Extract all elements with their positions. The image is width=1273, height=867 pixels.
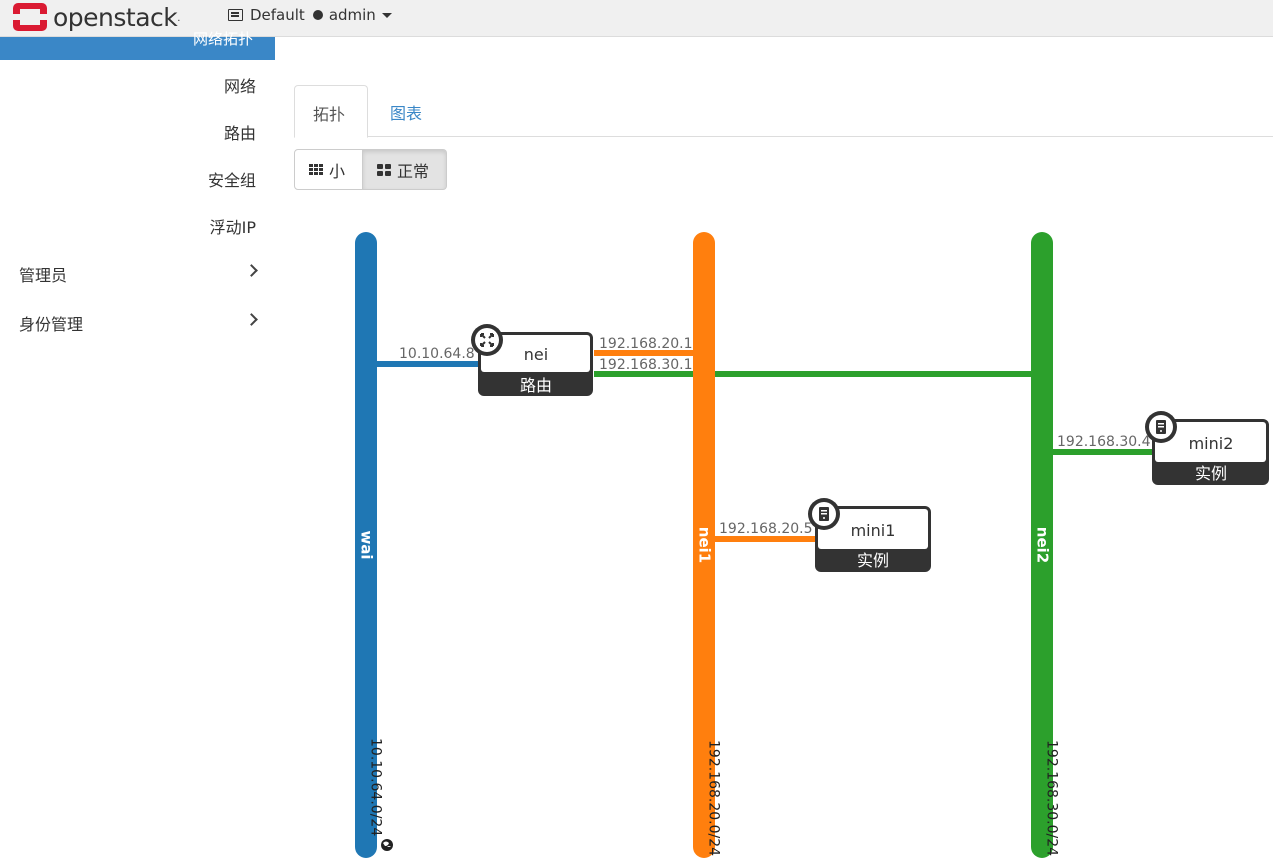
small-size-label: 小 — [329, 161, 346, 181]
network-wai[interactable]: wai 10.10.64.0/24 — [355, 232, 393, 858]
sidebar-item-routers[interactable]: 路由 — [223, 124, 256, 143]
project-domain: Default — [250, 6, 305, 24]
normal-size-button[interactable]: 正常 — [363, 149, 447, 190]
port-ip-label: 192.168.20.1 — [599, 336, 693, 352]
sidebar-group-label: 管理员 — [19, 266, 68, 285]
device-type: 实例 — [857, 551, 889, 570]
device-type: 路由 — [520, 376, 552, 395]
openstack-logo-icon — [12, 3, 48, 31]
port-ip-label: 192.168.20.5 — [719, 521, 813, 537]
chevron-right-icon — [245, 313, 258, 326]
network-topology-graph: wai 10.10.64.0/24 nei1 192.168.20.0/24 n… — [355, 232, 1269, 858]
sidebar: 网络拓扑 网络 路由 安全组 浮动IP 管理员 身份管理 — [0, 30, 275, 867]
network-name: nei1 — [696, 527, 714, 563]
network-bar[interactable] — [693, 232, 715, 858]
network-cidr: 192.168.30.0/24 — [1043, 740, 1059, 856]
separator-dot-icon — [312, 10, 323, 20]
device-name: mini1 — [851, 521, 896, 540]
network-name: nei2 — [1034, 527, 1052, 563]
port-ip-label: 10.10.64.8 — [399, 346, 475, 362]
sidebar-item-network-topology[interactable]: 网络拓扑 — [0, 30, 275, 60]
project-user: admin — [328, 6, 376, 24]
th-icon — [309, 163, 323, 176]
caret-down-icon — [381, 12, 392, 18]
brand-name: openstack — [53, 2, 178, 32]
sidebar-group-identity[interactable]: 身份管理 — [19, 311, 259, 335]
device-name: nei — [524, 345, 548, 364]
topology-tabs: 拓扑 图表 — [294, 85, 1273, 138]
globe-icon — [381, 839, 393, 851]
sidebar-group-admin[interactable]: 管理员 — [19, 262, 259, 286]
server-icon — [808, 498, 840, 530]
router-nei[interactable]: nei 路由 — [471, 324, 593, 396]
project-list-icon — [228, 9, 243, 21]
router-icon — [471, 324, 503, 356]
network-nei1[interactable]: nei1 192.168.20.0/24 — [693, 232, 721, 858]
network-cidr: 10.10.64.0/24 — [367, 738, 383, 836]
instance-mini2[interactable]: mini2 实例 — [1145, 411, 1269, 485]
size-toggle: 小 正常 — [294, 149, 447, 190]
network-nei2[interactable]: nei2 192.168.30.0/24 — [1031, 232, 1059, 858]
chevron-right-icon — [245, 264, 258, 277]
sidebar-item-networks[interactable]: 网络 — [223, 77, 256, 96]
brand-trademark-dot: . — [177, 13, 180, 24]
sidebar-item-security-groups[interactable]: 安全组 — [207, 171, 256, 190]
network-bar[interactable] — [355, 232, 377, 858]
device-name: mini2 — [1189, 434, 1234, 453]
small-size-button[interactable]: 小 — [294, 149, 363, 190]
network-bar[interactable] — [1031, 232, 1053, 858]
sidebar-item-label: 网络拓扑 — [192, 30, 253, 48]
project-selector[interactable]: Default admin — [228, 0, 392, 30]
th-large-icon — [377, 163, 391, 176]
device-body — [481, 335, 590, 372]
tab-topology[interactable]: 拓扑 — [294, 85, 368, 138]
device-type: 实例 — [1195, 464, 1227, 483]
sidebar-group-label: 身份管理 — [19, 315, 84, 334]
server-icon — [1145, 411, 1177, 443]
device-body — [1155, 422, 1266, 462]
instance-mini1[interactable]: mini1 实例 — [808, 498, 931, 572]
port-ip-label: 192.168.30.4 — [1057, 434, 1151, 450]
device-body — [818, 509, 928, 549]
sidebar-item-floating-ips[interactable]: 浮动IP — [209, 218, 256, 237]
top-navbar: openstack . Default admin — [0, 0, 1273, 37]
network-name: wai — [358, 530, 376, 559]
network-cidr: 192.168.20.0/24 — [705, 740, 721, 856]
port-ip-label: 192.168.30.1 — [599, 357, 693, 373]
normal-size-label: 正常 — [397, 161, 430, 181]
openstack-logo[interactable]: openstack . — [12, 2, 180, 32]
tab-graph[interactable]: 图表 — [390, 104, 423, 123]
